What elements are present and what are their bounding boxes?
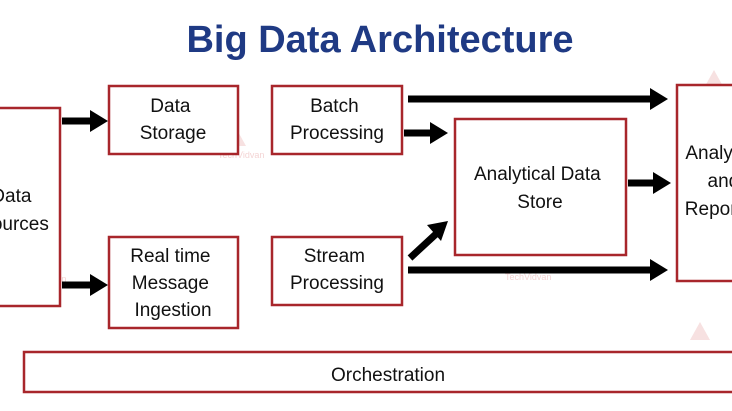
orchestration-label: Orchestration [331, 365, 445, 386]
arrow-sources-to-ingestion [62, 274, 108, 296]
orchestration-box [22, 350, 732, 394]
watermark-text: TechVidvan [218, 150, 264, 160]
analytical-data-store-label: Analytical Data Store [474, 164, 606, 213]
arrow-stream-to-analytics [408, 259, 668, 281]
watermark-text: TechVidvan [505, 272, 551, 282]
watermark-logo [704, 70, 724, 88]
stream-processing-box [270, 235, 404, 307]
analytical-data-store-box [453, 117, 628, 257]
stream-processing-label: Stream Processing [290, 246, 384, 294]
analytics-reporting-label: Analytics and Reporting [685, 143, 732, 220]
arrow-stream-to-store [407, 221, 448, 261]
arrow-sources-to-storage [62, 110, 108, 132]
message-ingestion-label: Real time Message Ingestion [130, 246, 216, 321]
data-storage-label: Data Storage [140, 96, 207, 144]
watermark-logo [690, 322, 710, 340]
data-sources-label: Data Sources [0, 186, 49, 235]
arrow-batch-to-store [404, 122, 448, 144]
batch-processing-label: Batch Processing [290, 96, 384, 144]
arrow-batch-to-analytics [408, 88, 668, 110]
batch-processing-box [270, 84, 404, 156]
analytics-reporting-box [675, 83, 732, 283]
diagram-title: Big Data Architecture [186, 19, 573, 61]
data-storage-box [107, 84, 240, 156]
data-sources-box [0, 106, 62, 308]
arrow-store-to-analytics [628, 172, 671, 194]
message-ingestion-box [107, 235, 240, 330]
